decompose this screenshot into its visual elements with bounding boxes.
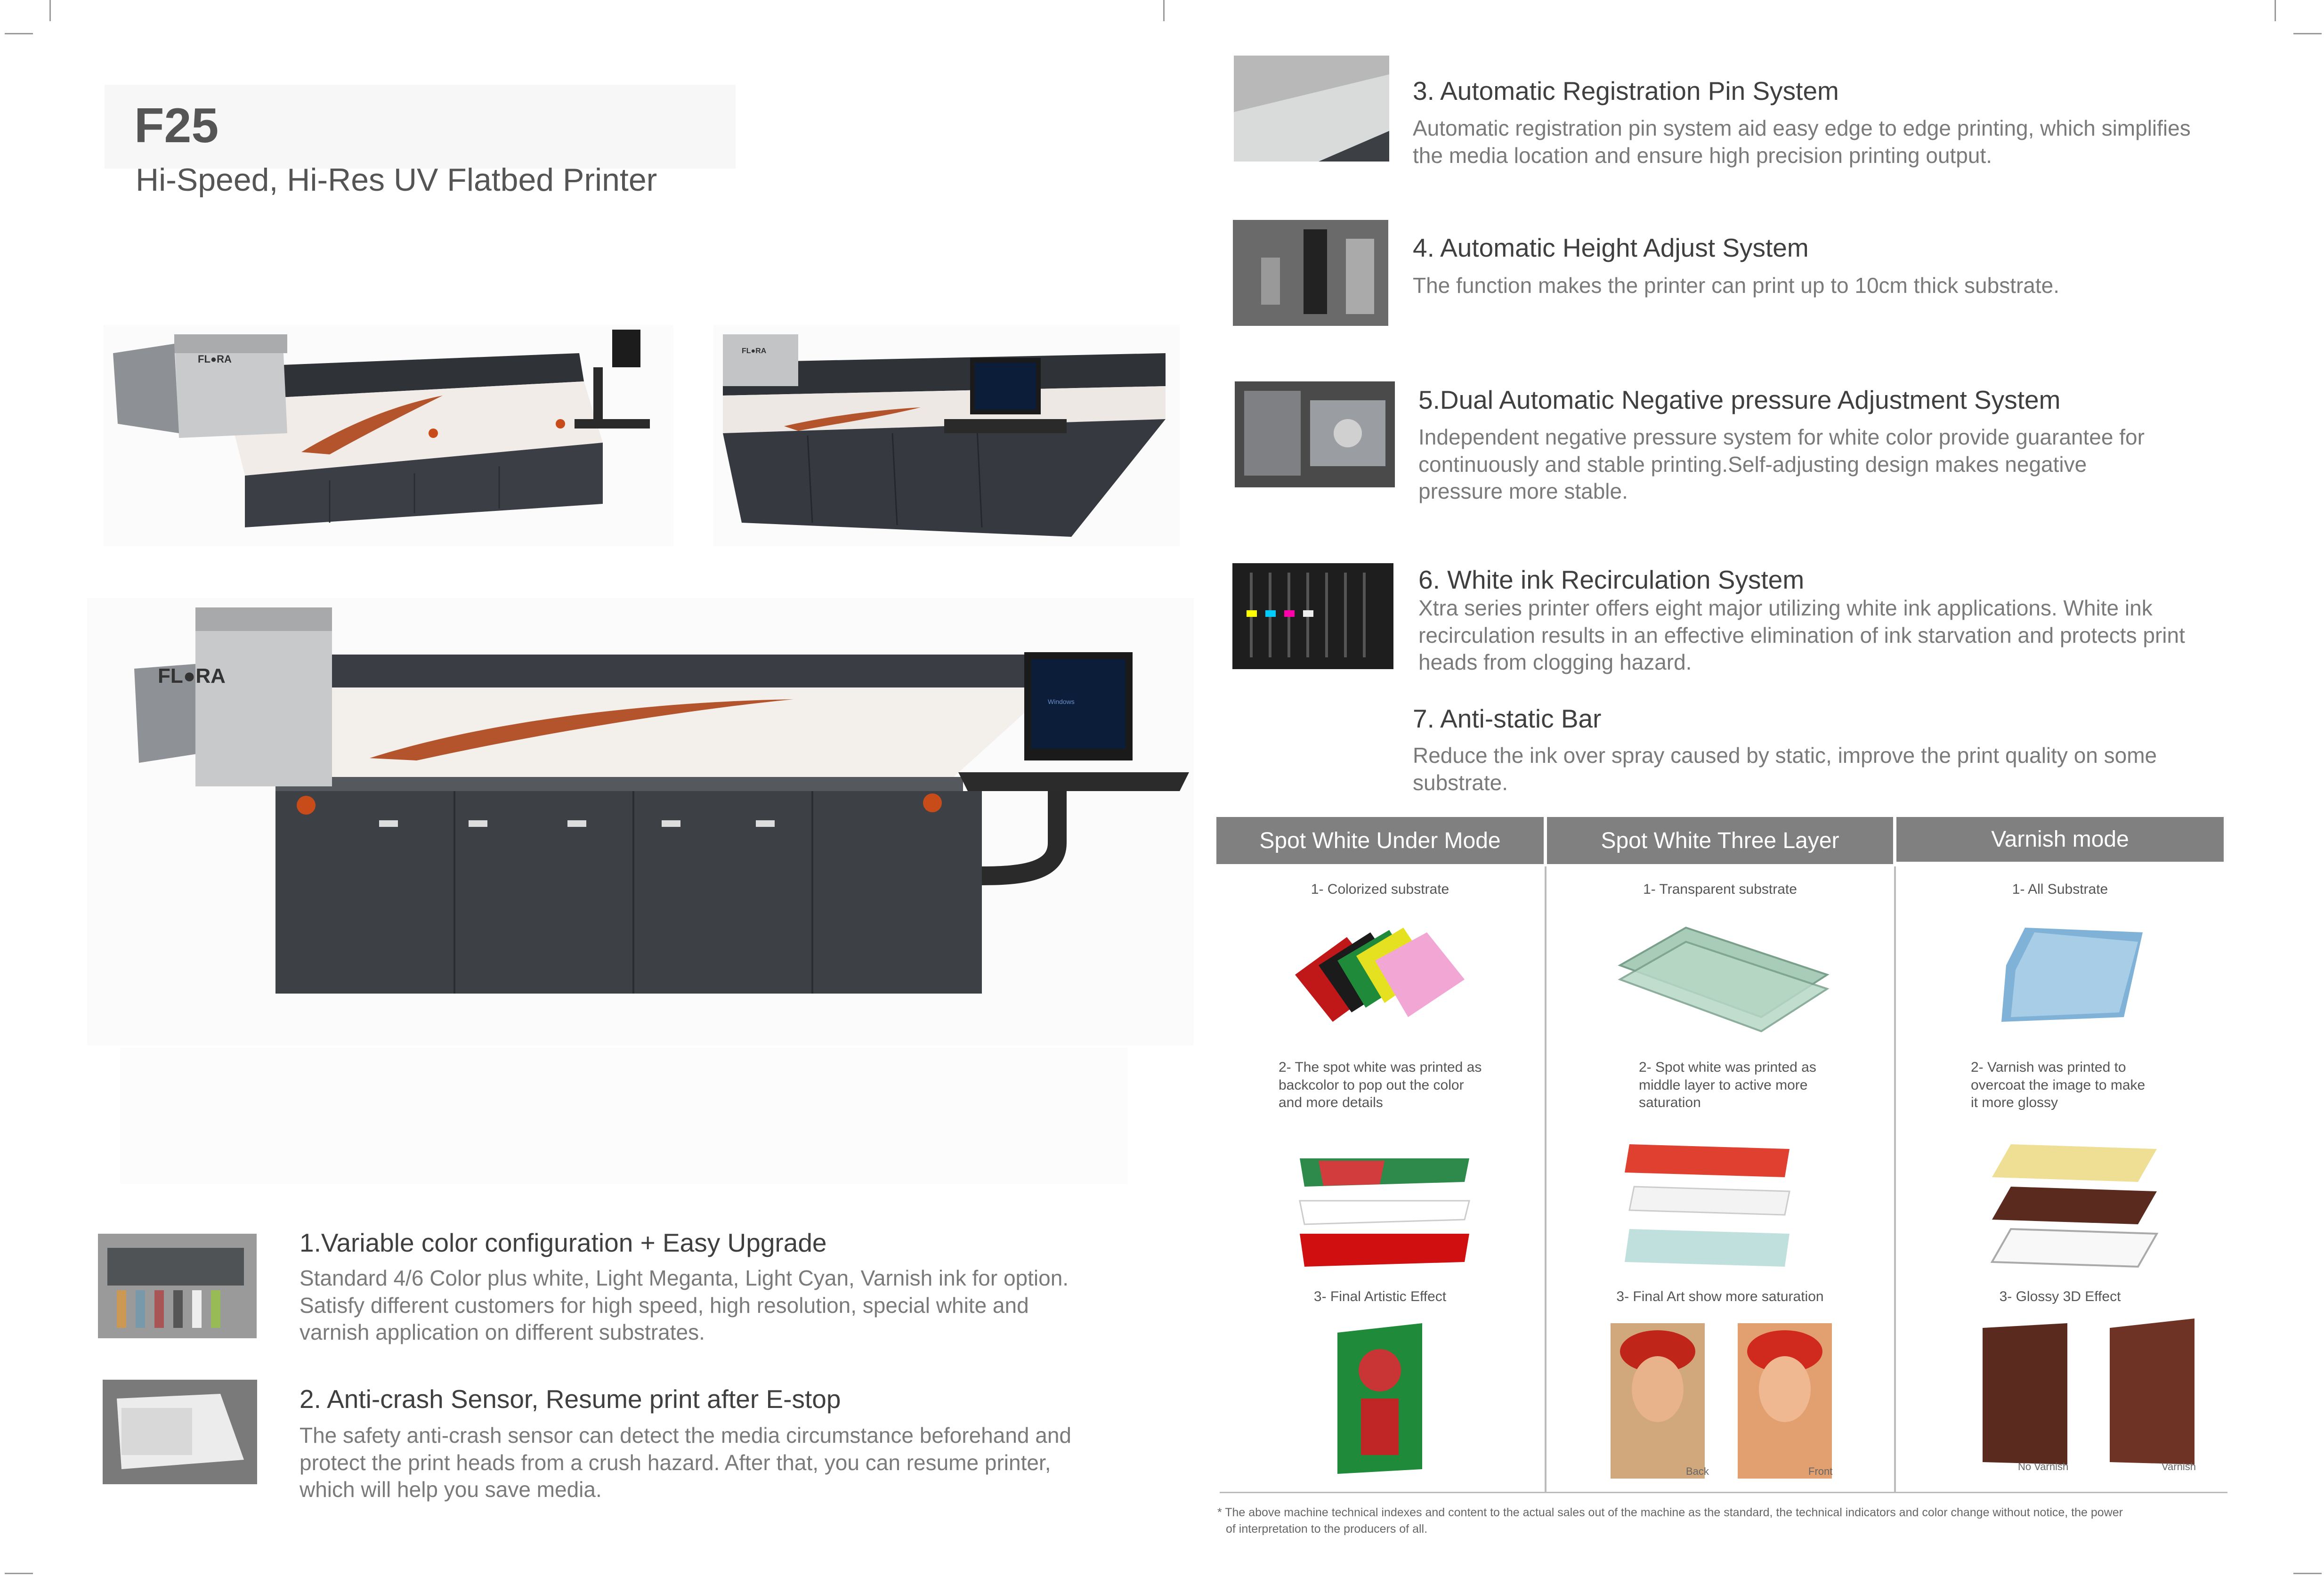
mode2-step1: 1- Transparent substrate xyxy=(1643,881,1797,897)
feature-2-title: 2. Anti-crash Sensor, Resume print after… xyxy=(300,1384,841,1414)
printer-photo-side: FL●RA xyxy=(104,325,673,546)
mode2-front-image xyxy=(1738,1323,1832,1479)
printer-photo-main: FL●RA Windows xyxy=(87,598,1194,1045)
mode1-final-image xyxy=(1333,1318,1427,1479)
column-divider-2 xyxy=(1894,866,1896,1493)
column-divider-1 xyxy=(1545,866,1547,1493)
feature-3-desc: Automatic registration pin system aid ea… xyxy=(1413,116,2191,168)
mode1-step1: 1- Colorized substrate xyxy=(1311,881,1449,897)
mode2-layers-image xyxy=(1615,1140,1804,1276)
feature-7-title: 7. Anti-static Bar xyxy=(1413,704,1602,733)
mode2-substrate-image xyxy=(1611,918,1837,1041)
feature-1-image xyxy=(98,1234,257,1338)
feature-5-desc: Independent negative pressure system for… xyxy=(1418,425,2145,503)
table-bottom-line xyxy=(1220,1492,2227,1493)
mode1-step3: 3- Final Artistic Effect xyxy=(1313,1289,1447,1304)
mode2-label-back: Back xyxy=(1686,1465,1709,1477)
mode3-no-varnish-image xyxy=(1978,1318,2072,1469)
mode3-step3: 3- Glossy 3D Effect xyxy=(1999,1289,2121,1304)
mode3-label-varnish: Varnish xyxy=(2162,1461,2196,1472)
feature-6-title: 6. White ink Recirculation System xyxy=(1418,565,1805,594)
feature-6-desc: Xtra series printer offers eight major u… xyxy=(1418,596,2185,674)
feature-1-desc: Standard 4/6 Color plus white, Light Meg… xyxy=(300,1266,1069,1344)
feature-3-title: 3. Automatic Registration Pin System xyxy=(1413,76,1839,105)
feature-4-title: 4. Automatic Height Adjust System xyxy=(1413,233,1809,262)
mode3-layers-image xyxy=(1983,1140,2162,1276)
logo-flora-3: FL●RA xyxy=(158,664,226,687)
footnote: * The above machine technical indexes an… xyxy=(1217,1506,2123,1536)
page-subtitle: Hi-Speed, Hi-Res UV Flatbed Printer xyxy=(136,162,657,198)
feature-7-desc: Reduce the ink over spray caused by stat… xyxy=(1413,743,2157,795)
printer-photo-front: FL●RA xyxy=(713,325,1180,546)
feature-5-title: 5.Dual Automatic Negative pressure Adjus… xyxy=(1418,385,2061,414)
feature-1-title: 1.Variable color configuration + Easy Up… xyxy=(300,1228,827,1257)
model-name: F25 xyxy=(134,98,219,153)
mode3-label-no-varnish: No Varnish xyxy=(2018,1461,2069,1472)
feature-4-desc: The function makes the printer can print… xyxy=(1413,273,2060,298)
monitor-text: Windows xyxy=(1048,698,1075,705)
feature-6-image xyxy=(1232,563,1393,669)
mode2-label-front: Front xyxy=(1808,1465,1833,1477)
mode3-substrate-image xyxy=(1997,923,2147,1036)
mode1-layers-image xyxy=(1290,1149,1479,1276)
feature-4-image xyxy=(1233,220,1388,326)
logo-flora-2: FL●RA xyxy=(742,347,767,355)
title-box xyxy=(105,85,736,169)
feature-3-image xyxy=(1234,56,1389,162)
mode1-substrate-image xyxy=(1290,918,1479,1041)
mode-header-varnish: Varnish mode xyxy=(1896,817,2224,862)
mode3-step1: 1- All Substrate xyxy=(2012,881,2108,897)
blank-panel xyxy=(120,1048,1128,1184)
feature-5-image xyxy=(1235,381,1395,487)
mode-header-spot-white-three-layer: Spot White Three Layer xyxy=(1547,817,1893,864)
mode2-back-image xyxy=(1611,1323,1705,1479)
mode-header-spot-white-under: Spot White Under Mode xyxy=(1216,817,1544,864)
feature-2-desc: The safety anti-crash sensor can detect … xyxy=(300,1423,1072,1502)
mode2-step3: 3- Final Art show more saturation xyxy=(1616,1289,1824,1304)
logo-flora-1: FL●RA xyxy=(198,353,232,365)
mode3-varnish-image xyxy=(2105,1314,2199,1469)
feature-2-image xyxy=(103,1380,257,1484)
